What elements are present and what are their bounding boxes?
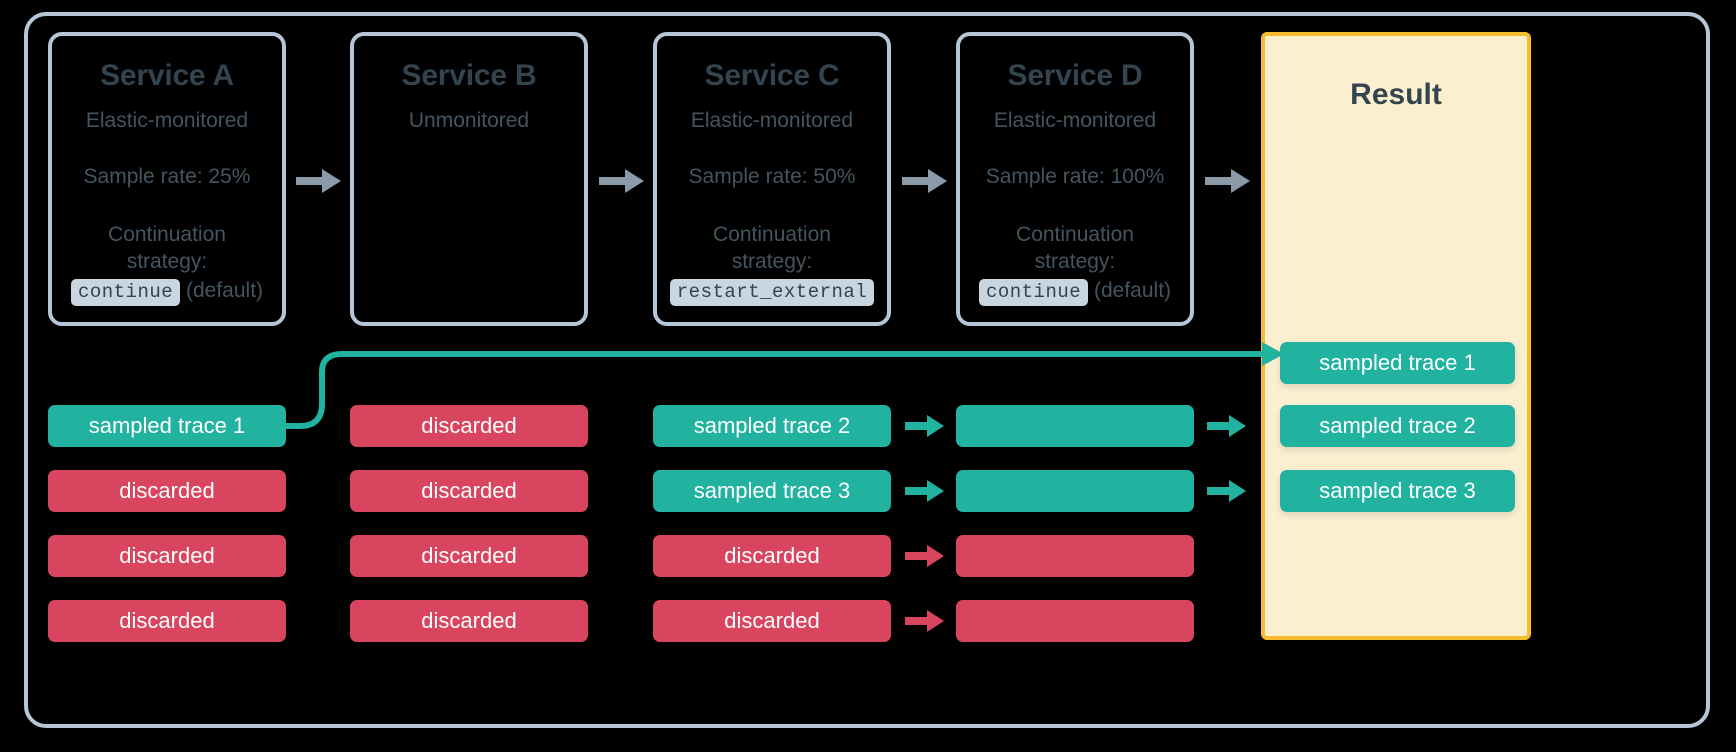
pill-trace: discarded	[350, 405, 588, 447]
pill-trace: sampled trace 3	[653, 470, 891, 512]
service-title: Service C	[704, 59, 840, 92]
service-box-c: Service C Elastic-monitored Sample rate:…	[653, 32, 891, 326]
service-monitoring-status: Elastic-monitored	[690, 109, 854, 132]
connector-sampled-trace-1-to-result	[283, 342, 1284, 429]
strategy-label-line1: Continuation	[1016, 222, 1134, 246]
arrow-service-d-to-result	[1205, 169, 1250, 193]
strategy-value-badge: restart_external	[669, 279, 875, 307]
pill-trace: discarded	[48, 470, 286, 512]
arrow-c-to-d-row2	[905, 480, 944, 502]
result-pill-trace: sampled trace 3	[1280, 470, 1515, 512]
arrow-d-to-result-row2	[1207, 480, 1246, 502]
strategy-label-line2: strategy:	[731, 249, 813, 273]
result-pill-trace: sampled trace 1	[1280, 342, 1515, 384]
pill-trace: discarded	[48, 600, 286, 642]
service-monitoring-status: Elastic-monitored	[993, 109, 1157, 132]
arrow-c-to-d-row4	[905, 610, 944, 632]
service-title: Service A	[100, 59, 234, 92]
service-title: Service D	[1007, 59, 1143, 92]
result-panel: Result	[1261, 32, 1531, 640]
service-sample-rate: Sample rate: 100%	[985, 165, 1165, 189]
strategy-value-row: restart_external	[657, 277, 887, 307]
strategy-label-line2: strategy:	[126, 249, 208, 273]
pill-trace: sampled trace 2	[653, 405, 891, 447]
arrow-service-a-to-b	[296, 169, 341, 193]
service-title: Service B	[401, 59, 537, 92]
strategy-value-row: continue (default)	[52, 277, 282, 307]
strategy-value-row: continue (default)	[960, 277, 1190, 307]
service-sample-rate: Sample rate: 25%	[83, 165, 251, 189]
arrow-c-to-d-row1	[905, 415, 944, 437]
strategy-label-line2: strategy:	[1034, 249, 1116, 273]
strategy-value-badge: continue	[978, 279, 1089, 307]
arrow-service-b-to-c	[599, 169, 644, 193]
pill-trace: discarded	[350, 535, 588, 577]
pill-trace: discarded	[653, 535, 891, 577]
strategy-label-line1: Continuation	[713, 222, 831, 246]
result-title: Result	[1350, 78, 1442, 111]
service-box-a: Service A Elastic-monitored Sample rate:…	[48, 32, 286, 326]
service-monitoring-status: Unmonitored	[408, 109, 530, 132]
service-box-b: Service B Unmonitored	[350, 32, 588, 326]
service-sample-rate: Sample rate: 50%	[688, 165, 856, 189]
service-continuation-strategy: Continuation strategy: continue (default…	[52, 221, 282, 307]
pill-trace	[956, 405, 1194, 447]
strategy-label-line1: Continuation	[108, 222, 226, 246]
pill-trace	[956, 600, 1194, 642]
pill-trace: discarded	[350, 470, 588, 512]
strategy-default-note: (default)	[1094, 279, 1172, 303]
pill-trace	[956, 535, 1194, 577]
arrow-service-c-to-d	[902, 169, 947, 193]
result-pill-trace: sampled trace 2	[1280, 405, 1515, 447]
pill-trace: sampled trace 1	[48, 405, 286, 447]
pill-trace	[956, 470, 1194, 512]
service-continuation-strategy: Continuation strategy: restart_external	[657, 221, 887, 307]
arrow-d-to-result-row1	[1207, 415, 1246, 437]
pill-trace: discarded	[48, 535, 286, 577]
service-monitoring-status: Elastic-monitored	[85, 109, 249, 132]
pill-trace: discarded	[350, 600, 588, 642]
strategy-value-badge: continue	[70, 279, 181, 307]
arrow-c-to-d-row3	[905, 545, 944, 567]
service-continuation-strategy: Continuation strategy: continue (default…	[960, 221, 1190, 307]
pill-trace: discarded	[653, 600, 891, 642]
service-box-d: Service D Elastic-monitored Sample rate:…	[956, 32, 1194, 326]
strategy-default-note: (default)	[186, 279, 264, 303]
